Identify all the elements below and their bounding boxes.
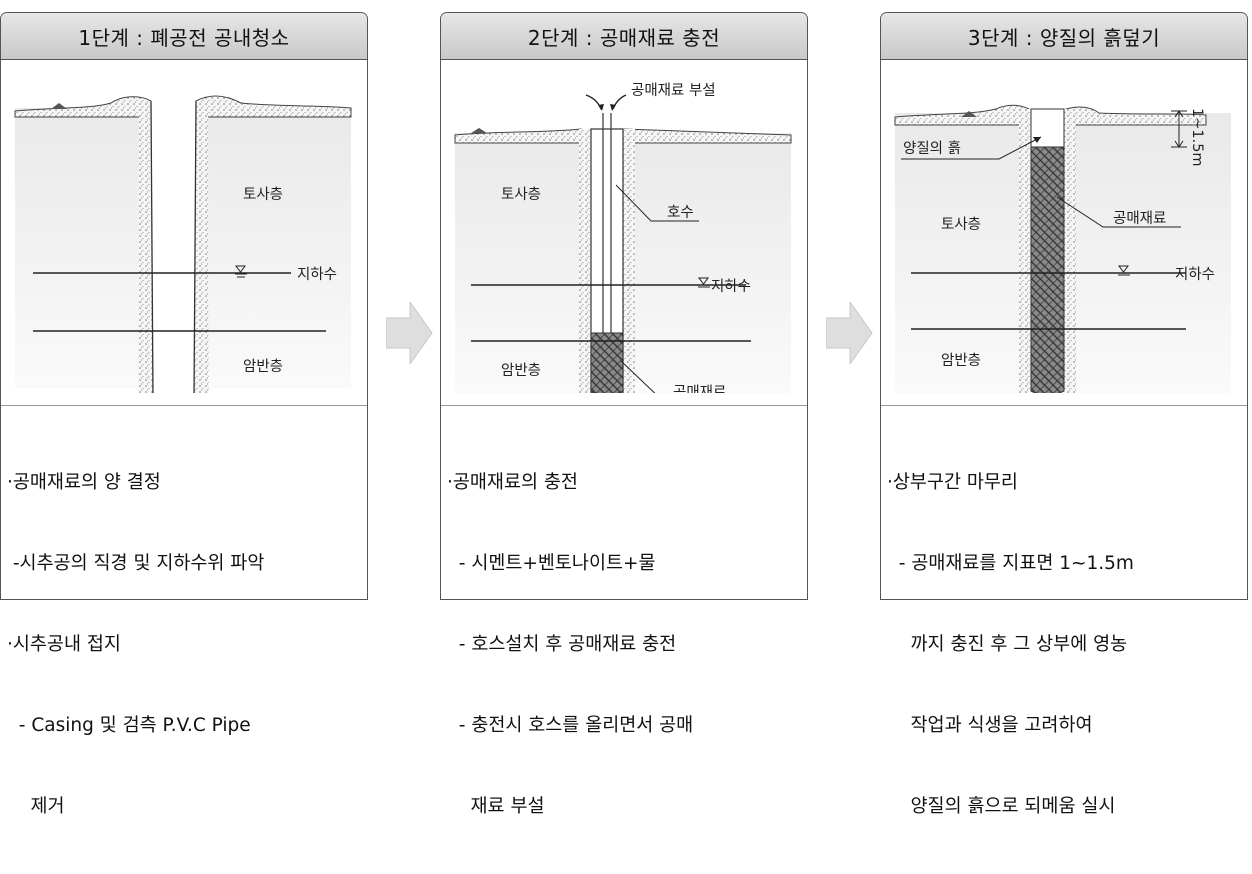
label-soil: 토사층 bbox=[243, 186, 283, 203]
label-groundwater: 지하수 bbox=[297, 266, 337, 283]
step-arrow-icon bbox=[826, 302, 873, 364]
stage-2-diagram: 공매재료 부설 지하수 호수 토사층 암반층 공매재료 bbox=[441, 73, 807, 393]
empty-borehole bbox=[150, 100, 197, 393]
hose bbox=[602, 113, 612, 338]
label-hose: 호수 bbox=[667, 204, 694, 221]
water-level-icon bbox=[235, 265, 246, 273]
material-leader bbox=[1056, 196, 1181, 228]
stage-1-panel: 1단계 : 폐공전 공내청소 토사층 지하수 암반층 ·공매재료의 양 결정 -… bbox=[0, 12, 368, 817]
desc-line: ·공매재료의 양 결정 bbox=[7, 472, 161, 493]
label-groundwater: 지하수 bbox=[711, 278, 751, 295]
label-soil: 토사층 bbox=[941, 216, 981, 233]
borehole-wall-right bbox=[623, 129, 635, 393]
water-level-icon bbox=[698, 277, 709, 285]
stage-3-description: ·상부구간 마무리 - 공매재료를 지표면 1~1.5m 까지 충진 후 그 상… bbox=[887, 415, 1241, 874]
inflow-arrow-icon bbox=[612, 94, 627, 110]
stage-3-divider bbox=[881, 405, 1247, 406]
desc-line: - 충전시 호스를 올리면서 공매 bbox=[447, 715, 694, 736]
hose-leader bbox=[615, 184, 699, 222]
desc-line: -시추공의 직경 및 지하수위 파악 bbox=[7, 553, 265, 574]
borehole-wall-left bbox=[1019, 109, 1031, 393]
label-rock: 암반층 bbox=[501, 362, 541, 379]
desc-line: - 공매재료를 지표면 1~1.5m bbox=[887, 553, 1134, 574]
label-material: 공매재료 bbox=[673, 384, 726, 393]
desc-line: - 호스설치 후 공매재료 충전 bbox=[447, 634, 677, 655]
label-topsoil: 양질의 흙 bbox=[903, 140, 961, 157]
desc-line: ·시추공내 접지 bbox=[7, 634, 121, 655]
label-depth: 1~1.5m bbox=[1189, 108, 1205, 167]
label-soil: 토사층 bbox=[501, 186, 541, 203]
desc-line: 제거 bbox=[7, 796, 65, 817]
filling-material bbox=[1030, 146, 1065, 393]
stage-1-title: 1단계 : 폐공전 공내청소 bbox=[1, 13, 367, 60]
desc-line: - 시멘트+벤토나이트+물 bbox=[447, 553, 656, 574]
ground-surface-left bbox=[454, 128, 582, 144]
grass-mark bbox=[51, 103, 67, 109]
inflow-arrow-icon bbox=[585, 94, 602, 110]
desc-line: 까지 충진 후 그 상부에 영농 bbox=[887, 634, 1128, 655]
desc-line: 재료 부설 bbox=[447, 796, 545, 817]
label-material: 공매재료 bbox=[1113, 210, 1166, 227]
label-groundwater: 지하수 bbox=[1175, 266, 1215, 283]
grass-mark bbox=[961, 111, 977, 117]
step-arrow-icon bbox=[386, 302, 433, 364]
desc-line: 작업과 식생을 고려하여 bbox=[887, 715, 1093, 736]
topsoil-leader bbox=[901, 136, 1042, 160]
stage-1-description: ·공매재료의 양 결정 -시추공의 직경 및 지하수위 파악 ·시추공내 접지 … bbox=[7, 415, 361, 874]
desc-line: ·공매재료의 충전 bbox=[447, 472, 578, 493]
stage-1-diagram: 토사층 지하수 암반층 bbox=[1, 73, 367, 393]
desc-line: 양질의 흙으로 되메움 실시 bbox=[887, 796, 1116, 817]
borehole-wall-left bbox=[579, 129, 591, 393]
label-rock: 암반층 bbox=[243, 358, 283, 375]
desc-line: - Casing 및 검측 P.V.C Pipe bbox=[7, 715, 251, 736]
stage-1-divider bbox=[1, 405, 367, 406]
borehole-wall-left bbox=[138, 101, 153, 393]
ground-surface-left bbox=[894, 104, 1030, 126]
borehole-wall-right bbox=[1064, 109, 1076, 393]
stage-2-divider bbox=[441, 405, 807, 406]
grass-mark bbox=[471, 128, 487, 133]
stage-2-description: ·공매재료의 충전 - 시멘트+벤토나이트+물 - 호스설치 후 공매재료 충전… bbox=[447, 415, 801, 874]
stage-3-panel: 3단계 : 양질의 흙덮기 1~1.5m 양질의 흙 토사층 공매재료 bbox=[880, 12, 1248, 817]
label-rock: 암반층 bbox=[941, 352, 981, 369]
stage-2-title: 2단계 : 공매재료 충전 bbox=[441, 13, 807, 60]
ground-surface-right bbox=[622, 128, 792, 144]
borehole-wall-right bbox=[194, 101, 209, 393]
desc-line: ·상부구간 마무리 bbox=[887, 472, 1018, 493]
ground-surface-left bbox=[14, 96, 152, 118]
label-placement: 공매재료 부설 bbox=[631, 82, 716, 99]
water-level-icon bbox=[1118, 265, 1129, 273]
ground-surface-right bbox=[195, 95, 352, 118]
stage-3-diagram: 1~1.5m 양질의 흙 토사층 공매재료 지하수 암반층 bbox=[881, 73, 1247, 393]
ground-surface-right bbox=[1065, 106, 1207, 126]
stage-3-title: 3단계 : 양질의 흙덮기 bbox=[881, 13, 1247, 60]
material-leader bbox=[620, 360, 656, 393]
filling-material bbox=[590, 332, 624, 393]
stage-2-panel: 2단계 : 공매재료 충전 공매재료 부설 지하수 호 bbox=[440, 12, 808, 817]
